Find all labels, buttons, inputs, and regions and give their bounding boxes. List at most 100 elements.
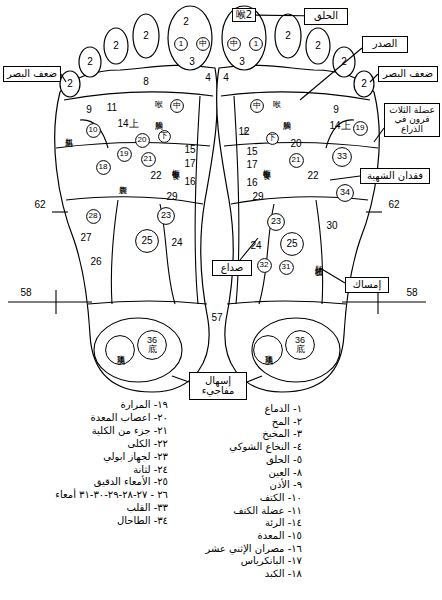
node-text: 23 — [271, 217, 281, 226]
key-entry: ٢٦ - ٢٧-٢٨-٢٩-٣٠-٣١ أمعاء — [8, 490, 168, 500]
node-text: فقدان الشهية — [367, 171, 423, 182]
zone-circle: 36底 — [285, 330, 315, 360]
callout-box: الصدر — [362, 36, 408, 53]
zone-circle: 下 — [266, 132, 279, 145]
callout-number: 2 — [113, 41, 119, 51]
zone-circle: 头顶痛 — [105, 335, 135, 365]
zone-circle: 19 — [117, 147, 132, 162]
node-text: 28 — [89, 212, 98, 220]
callout-number: 4 — [223, 73, 229, 83]
key-entry: ٢٤- لثانة — [8, 465, 168, 475]
zone-circle: 中 — [227, 37, 241, 51]
zone-circle: 20 — [135, 133, 150, 148]
circle-outline — [254, 336, 283, 365]
circle-outline — [266, 132, 278, 144]
zone-circle: 中 — [170, 99, 184, 113]
zone-circle: 23 — [157, 207, 175, 225]
circle-outline — [268, 214, 285, 231]
right-foot — [217, 6, 380, 392]
callout-box: إمساك — [345, 277, 389, 293]
circle-outline — [138, 331, 167, 360]
zone-circle: 下 — [158, 130, 171, 143]
zone-circle: 25 — [135, 229, 159, 253]
node-text: 21 — [144, 155, 153, 163]
leader-line — [172, 376, 189, 382]
circle-outline — [228, 38, 241, 51]
leader-line — [256, 15, 304, 17]
circle-outline — [289, 153, 303, 167]
dimension-line — [377, 290, 378, 314]
zone-circle: 18 — [96, 160, 111, 175]
callout-box: ضعف البصر — [378, 66, 438, 82]
key-entry: ٢٣- لجهاز ابولي — [8, 452, 168, 462]
callout-number: 8 — [143, 77, 149, 87]
key-entry: ١٩- المرارة — [8, 400, 168, 410]
node-text: الحلق — [314, 11, 338, 22]
node-text: 36 — [147, 336, 157, 345]
callout-number: 24 — [250, 241, 261, 251]
zone-circle: 中 — [196, 37, 210, 51]
node-text: 喉2 — [236, 10, 252, 21]
node-text: 中 — [199, 40, 207, 48]
callout-number: 15 — [246, 147, 257, 157]
callout-number: 9 — [86, 105, 92, 115]
circle-outline — [286, 331, 315, 360]
node-text: 1 — [179, 40, 183, 48]
key-entry: ٢٠- اعصاب المعدة — [8, 413, 168, 423]
circle-outline — [251, 100, 264, 113]
circle-outline — [257, 258, 271, 272]
node-text: 10 — [89, 126, 98, 134]
circle-outline — [96, 160, 110, 174]
zone-circle: 33 — [332, 147, 352, 167]
callout-number: 17 — [184, 159, 195, 169]
zone-circle: 36底 — [137, 330, 167, 360]
callout-box: الحلق — [304, 8, 348, 25]
circle-outline — [279, 260, 293, 274]
callout-number: 58 — [406, 288, 417, 298]
circle-outline — [171, 100, 184, 113]
circle-outline — [333, 148, 352, 167]
callout-number: 16 — [246, 178, 257, 188]
key-entry: ٣٤- الطاحال — [8, 516, 168, 526]
key-entry: ٢٥- الأمعاء الدقيق — [8, 477, 168, 487]
key-entry: ٢٢- الكلى — [8, 439, 168, 449]
node-text: 中 — [253, 102, 261, 110]
leader-line — [247, 376, 262, 382]
node-text: 底 — [296, 345, 305, 354]
node-text: 19 — [356, 124, 365, 132]
dimension-line — [52, 211, 68, 212]
zone-circle: 28 — [86, 209, 101, 224]
dimension-line — [55, 290, 56, 314]
circle-outline — [141, 152, 155, 166]
left-foot — [55, 6, 218, 392]
node-text: 25 — [141, 236, 152, 247]
callout-number: 3 — [239, 57, 245, 67]
dimension-line — [8, 301, 92, 302]
key-entry: ١٥- المعدة — [142, 531, 302, 541]
callout-number: 2 — [67, 79, 73, 89]
callout-number: 14上 — [329, 121, 350, 131]
leader-line — [330, 176, 360, 180]
circle-outline — [250, 38, 263, 51]
zone-circle: 23 — [267, 213, 285, 231]
callout-number: 58 — [20, 288, 31, 298]
zone-circle: 10 — [86, 123, 101, 138]
node-text: 19 — [120, 150, 129, 158]
circle-outline — [135, 133, 149, 147]
callout-number: 17 — [246, 160, 257, 170]
node-text: 下 — [160, 132, 168, 140]
callout-box: ضعف البصر — [3, 66, 61, 82]
callout-number: 57 — [211, 313, 222, 323]
node-text: ضعف البصر — [383, 69, 433, 80]
node-text: 34 — [340, 188, 350, 197]
callout-box: إسهال مفاجيء — [189, 372, 247, 400]
zone-circle: 19 — [353, 121, 368, 136]
node-text: 36 — [295, 336, 305, 345]
circle-outline — [105, 335, 135, 365]
circle-outline — [175, 38, 188, 51]
node-text: 25 — [286, 239, 297, 250]
node-text: 31 — [282, 263, 291, 271]
circle-outline — [158, 208, 175, 225]
